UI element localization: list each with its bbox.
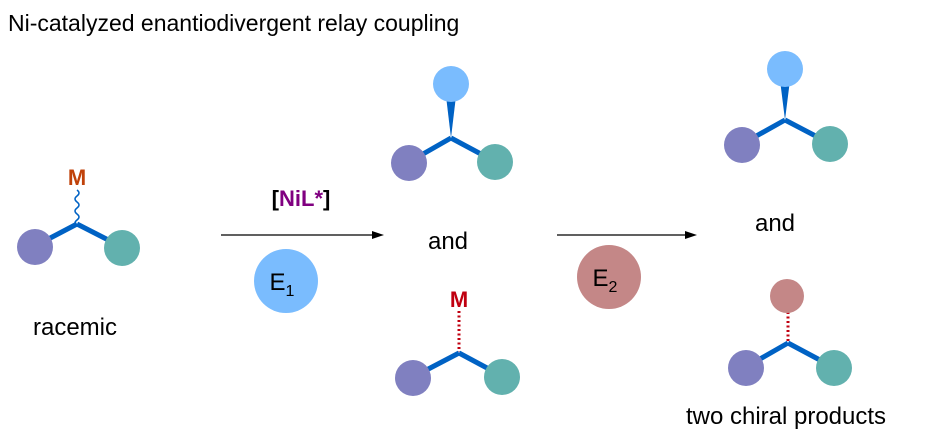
teal-group: [104, 230, 140, 266]
enriched-organometallic: M: [395, 287, 520, 396]
scheme-title: Ni-catalyzed enantiodivergent relay coup…: [8, 10, 459, 36]
electrophile-e1: [254, 249, 318, 313]
teal-group: [816, 350, 852, 386]
coupled-product-1: [391, 66, 513, 181]
wavy-bond: [74, 189, 80, 227]
wedge-bond: [780, 80, 790, 120]
step1-arrow-group: [NiL*] E1: [221, 186, 384, 313]
step2-arrow-group: E2: [557, 231, 697, 309]
purple-group: [728, 350, 764, 386]
chiral-product-1: [724, 51, 848, 163]
purple-group: [17, 229, 53, 265]
chiral-product-2: [728, 279, 852, 386]
purple-group: [724, 127, 760, 163]
catalyst-label: [NiL*]: [272, 186, 331, 211]
purple-group: [391, 145, 427, 181]
e1-label: E1: [270, 269, 295, 300]
pink-group: [770, 279, 804, 313]
products-label: two chiral products: [686, 403, 886, 430]
e2-label: E2: [593, 265, 618, 296]
teal-group: [484, 359, 520, 395]
arrowhead: [685, 231, 697, 239]
racemic-label: racemic: [33, 314, 117, 341]
electrophile-e2: [577, 245, 641, 309]
teal-group: [477, 144, 513, 180]
light-blue-group: [433, 66, 469, 102]
metal-label: M: [450, 287, 468, 312]
wedge-bond: [446, 96, 456, 138]
light-blue-group: [767, 51, 803, 87]
purple-group: [395, 360, 431, 396]
teal-group: [812, 126, 848, 162]
and-label-1: and: [428, 228, 468, 255]
racemic-substrate: M racemic: [17, 165, 140, 341]
arrowhead: [372, 231, 384, 239]
metal-label: M: [68, 165, 86, 190]
and-label-2: and: [755, 210, 795, 237]
